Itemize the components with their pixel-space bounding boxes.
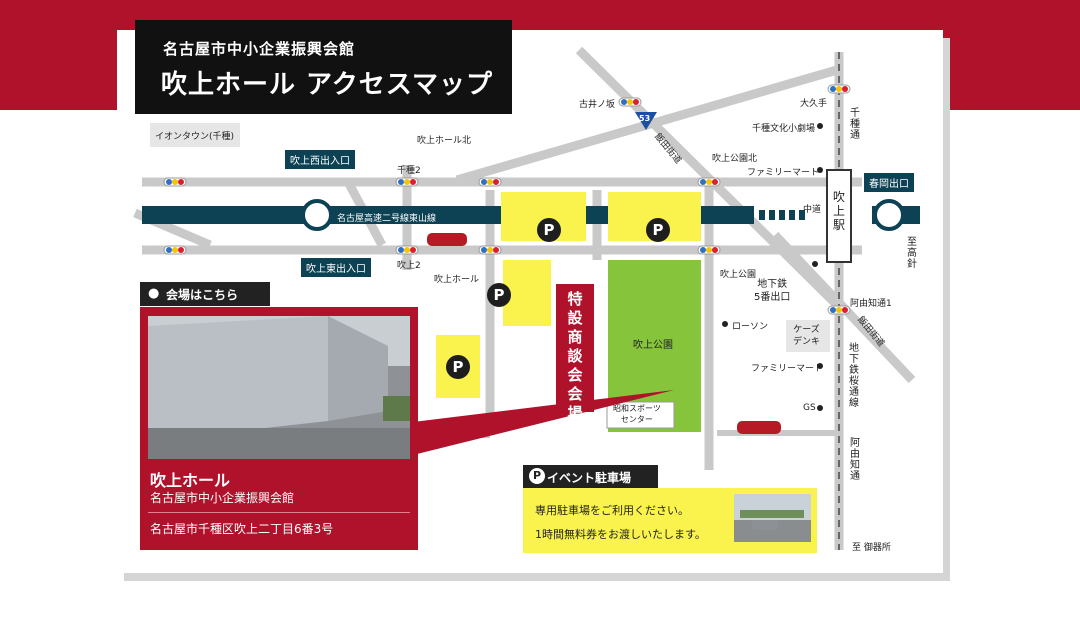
familymart-bottom-label: ファミリーマート xyxy=(751,364,824,374)
sakuradori-label: 地下鉄桜通線 xyxy=(849,343,859,409)
intersection-nakamichi: 中道 xyxy=(803,205,822,215)
route-number: 53 xyxy=(639,114,651,123)
title-block: 名古屋市中小企業振興会館 吹上ホール アクセスマップ xyxy=(135,20,512,114)
venue-card: 吹上ホール 名古屋市中小企業振興会館 名古屋市千種区吹上二丁目6番3号 xyxy=(140,307,418,550)
venue-callout-pointer xyxy=(413,390,674,455)
familymart-top-label: ファミリーマート xyxy=(747,168,820,178)
parking-icon: P xyxy=(487,283,511,307)
special-venue-label: 特設商談会 会場 xyxy=(556,284,594,422)
car-icon xyxy=(427,233,467,246)
parking-lot-3 xyxy=(503,260,551,326)
intersection-furuinosaka: 古井ノ坂 xyxy=(579,100,616,110)
harudaoka-exit-label: 春岡出口 xyxy=(864,173,914,192)
route-shield-icon xyxy=(635,112,657,130)
showa-sports-label: 昭和スポーツ センター xyxy=(613,404,661,424)
location-pin-icon: ● xyxy=(148,286,160,301)
parking-icon: P xyxy=(446,355,470,379)
highway xyxy=(142,206,754,224)
ajichi-dori-label: 阿由知通 xyxy=(850,438,860,482)
aeon-building xyxy=(150,123,240,147)
intersection-chikusa2: 千種2 xyxy=(397,166,421,176)
intersection-okute: 大久手 xyxy=(800,99,828,109)
venue-org: 名古屋市中小企業振興会館 xyxy=(150,491,295,505)
car-icon xyxy=(737,421,781,434)
event-parking-box: 専用駐車場をご利用ください。 1時間無料券をお渡しいたします。 xyxy=(523,488,817,553)
event-parking-line1: 専用駐車場をご利用ください。 xyxy=(535,504,689,517)
intersection-fukiage-koen: 吹上公園 xyxy=(720,270,757,280)
aeon-label: イオンタウン(千種) xyxy=(155,132,235,142)
intersection-fukiage-hall: 吹上ホール xyxy=(434,275,480,285)
intersection-ajichi1: 阿由知通1 xyxy=(850,299,892,309)
traffic-lights xyxy=(163,84,851,315)
ksdenki-label: ケーズ デンキ xyxy=(793,325,821,347)
venue-name: 吹上ホール xyxy=(150,471,231,490)
parking-photo xyxy=(734,494,811,542)
west-exit-label: 吹上西出入口 xyxy=(285,150,355,169)
to-gokisho-label: 至 御器所 xyxy=(852,543,891,553)
event-parking-tab: P イベント駐車場 xyxy=(523,465,658,488)
intersection-fukiage-hall-kita: 吹上ホール北 xyxy=(417,136,472,146)
event-parking-tab-label: イベント駐車場 xyxy=(547,471,632,485)
junction-icon xyxy=(301,199,333,231)
divider xyxy=(148,512,410,513)
lawson-label: ローソン xyxy=(732,322,769,332)
fukiage-station-label: 吹上駅 xyxy=(833,190,846,232)
page-subtitle: 名古屋市中小企業振興会館 xyxy=(163,40,356,58)
parking-icon: P xyxy=(537,218,561,242)
venue-address: 名古屋市千種区吹上二丁目6番3号 xyxy=(150,522,334,536)
gs-label: GS xyxy=(803,403,816,413)
page-title: 吹上ホール アクセスマップ xyxy=(161,70,493,100)
venue-tab: ● 会場はこちら xyxy=(140,282,270,306)
venue-photo xyxy=(148,316,410,459)
venue-tab-label: 会場はこちら xyxy=(166,288,239,302)
ksdenki-building xyxy=(786,320,830,352)
fukiage-park-label: 吹上公園 xyxy=(633,340,673,351)
showa-sports-center xyxy=(606,401,675,429)
junction-icon xyxy=(873,199,905,231)
parking-icon: P xyxy=(646,218,670,242)
chikusa-dori-label: 千種通 xyxy=(850,108,860,141)
parking-icon: P xyxy=(529,468,545,484)
subway-exit-label: 地下鉄 5番出口 xyxy=(754,279,791,303)
station-box xyxy=(826,169,852,263)
intersection-fukiage-koen-kita: 吹上公園北 xyxy=(712,154,758,164)
to-takabari-label: 至高針 xyxy=(907,237,917,270)
intersection-fukiage2: 吹上2 xyxy=(397,261,421,271)
highway-label: 名古屋高速二号線東山線 xyxy=(337,214,437,224)
chikusa-bunka-label: 千種文化小劇場 xyxy=(752,124,816,134)
event-parking-line2: 1時間無料券をお渡しいたします。 xyxy=(535,528,706,541)
east-exit-label: 吹上東出入口 xyxy=(301,258,371,277)
